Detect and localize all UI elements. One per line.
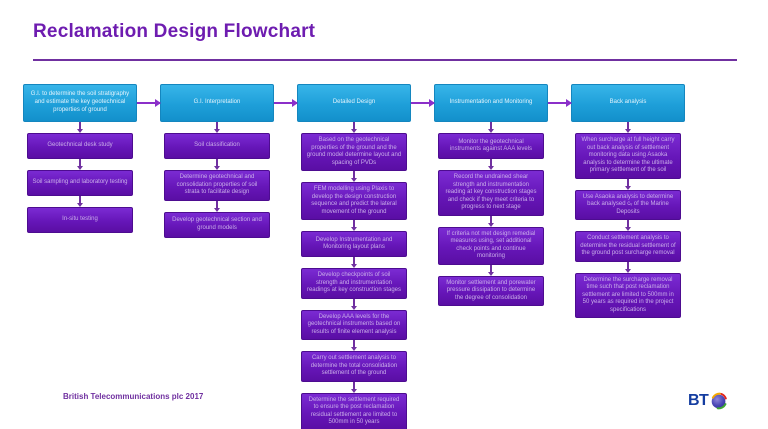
bt-globe-icon: [712, 392, 728, 410]
flow-step-box: Determine the settlement required to ens…: [301, 392, 407, 429]
flow-step-box: Develop AAA levels for the geotechnical …: [301, 309, 407, 340]
flow-step-box: If criteria not met design remedial meas…: [438, 226, 544, 265]
flow-stage-header: G.I. Interpretation: [160, 84, 274, 122]
flow-step-box: When surcharge at full height carry out …: [575, 133, 681, 179]
title-underline: [33, 59, 737, 61]
flowchart: G.I. to determine the soil stratigraphy …: [23, 84, 731, 429]
bt-logo: BT: [688, 390, 728, 412]
flow-arrow-down-icon: [160, 122, 274, 133]
flow-step-box: Geotechnical desk study: [27, 133, 133, 159]
flow-arrow-down-icon: [434, 264, 548, 276]
flow-step-box: Record the undrained shear strength and …: [438, 170, 544, 216]
flow-step-box: Use Asaoka analysis to determine back an…: [575, 189, 681, 220]
flow-step-box: Soil sampling and laboratory testing: [27, 170, 133, 196]
flow-stage-header: G.I. to determine the soil stratigraphy …: [23, 84, 137, 122]
flow-step-box: Monitor settlement and porewater pressur…: [438, 275, 544, 306]
flow-stage-header: Back analysis: [571, 84, 685, 122]
flow-step-box: Conduct settlement analysis to determine…: [575, 231, 681, 262]
flow-arrow-right-icon: [137, 99, 161, 107]
flow-arrow-down-icon: [23, 196, 137, 207]
flow-arrow-down-icon: [23, 159, 137, 170]
flow-stage-header: Detailed Design: [297, 84, 411, 122]
flow-step-box: Develop checkpoints of soil strength and…: [301, 268, 407, 299]
flow-arrow-down-icon: [297, 340, 411, 351]
flow-arrow-down-icon: [160, 159, 274, 170]
flow-step-box: Carry out settlement analysis to determi…: [301, 351, 407, 382]
flow-step-box: Develop geotechnical section and ground …: [164, 211, 270, 238]
flow-arrow-down-icon: [571, 178, 685, 190]
flow-arrow-down-icon: [297, 381, 411, 393]
flow-column-0: G.I. to determine the soil stratigraphy …: [23, 84, 137, 233]
flow-step-box: Based on the geotechnical properties of …: [301, 133, 407, 171]
flow-arrow-down-icon: [434, 122, 548, 133]
flow-arrow-down-icon: [571, 122, 685, 133]
flow-arrow-down-icon: [297, 122, 411, 133]
flow-arrow-down-icon: [297, 171, 411, 182]
flow-arrow-down-icon: [434, 215, 548, 227]
flow-arrow-down-icon: [23, 122, 137, 133]
flow-step-box: Determine geotechnical and consolidation…: [164, 170, 270, 201]
flow-step-box: Soil classification: [164, 133, 270, 159]
flow-step-box: Monitor the geotechnical instruments aga…: [438, 133, 544, 159]
bt-logo-text: BT: [688, 392, 709, 409]
flow-arrow-down-icon: [297, 298, 411, 310]
flow-step-box: Determine the surcharge removal time suc…: [575, 272, 681, 318]
flow-step-box: FEM modelling using Plaxis to develop th…: [301, 182, 407, 220]
flow-arrow-down-icon: [297, 257, 411, 268]
flow-stage-header: Instrumentation and Monitoring: [434, 84, 548, 122]
flow-arrow-down-icon: [160, 200, 274, 212]
flow-arrow-right-icon: [548, 99, 572, 107]
footer-copyright: British Telecommunications plc 2017: [63, 392, 204, 401]
flow-arrow-right-icon: [411, 99, 435, 107]
flow-arrow-down-icon: [571, 261, 685, 273]
page-title: Reclamation Design Flowchart: [33, 21, 316, 42]
flow-arrow-right-icon: [274, 99, 298, 107]
flow-arrow-down-icon: [571, 220, 685, 231]
flow-arrow-down-icon: [297, 220, 411, 231]
flow-step-box: Develop Instrumentation and Monitoring l…: [301, 231, 407, 257]
flow-step-box: In-situ testing: [27, 207, 133, 233]
flow-arrow-down-icon: [434, 159, 548, 170]
